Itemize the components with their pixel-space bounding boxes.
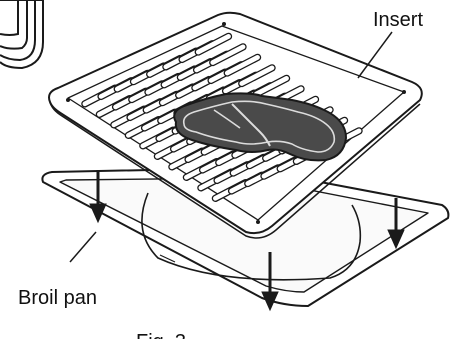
- figure-caption: Fig. 3: [136, 331, 186, 339]
- broil-pan-leader-line: [70, 232, 96, 262]
- broil-pan-label: Broil pan: [18, 287, 97, 309]
- insert-label: Insert: [373, 9, 423, 31]
- oven-element-icon: [0, 0, 43, 68]
- broil-pan-callout: Broil pan: [18, 232, 97, 309]
